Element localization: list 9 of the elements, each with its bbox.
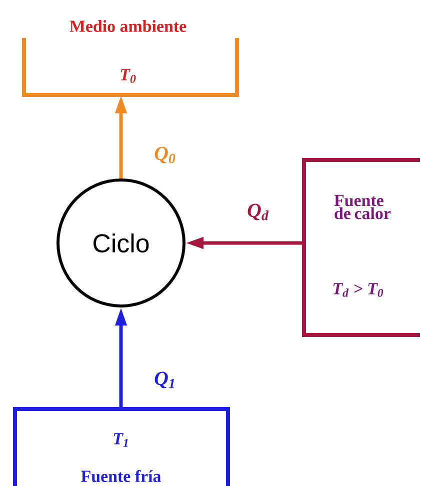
temperature-label: T$_{0}$ [120,69,136,83]
temperature-label: T$_{1}$ [114,433,128,447]
heading-text: Medio ambiente [70,20,186,32]
heading-text: Fuente de calor [334,194,391,220]
edge-label: Q$_{d}$ [246,202,270,222]
edge-label: Q$_{0}$ [153,146,177,164]
temperature-label: T$_{d}$ > T$_{0}$ [333,283,384,297]
edge-label: Q$_{1}$ [153,370,177,390]
heading-text: Fuente fría [81,470,161,482]
